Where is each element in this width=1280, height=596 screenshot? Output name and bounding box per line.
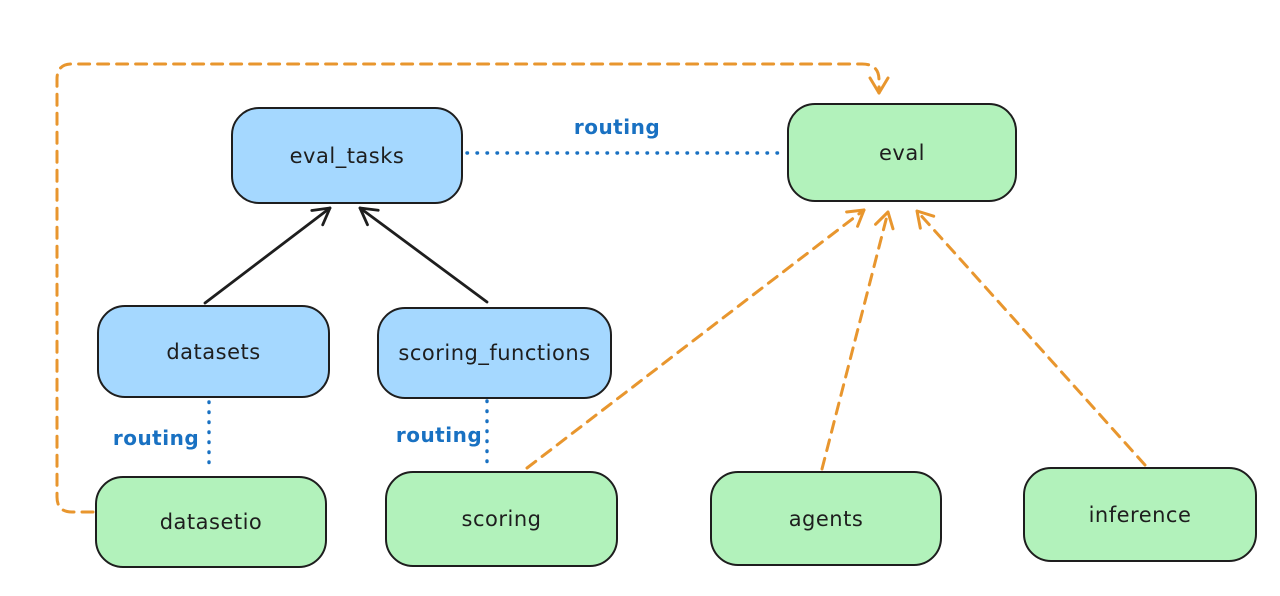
edge-label-routing-scoring: routing <box>395 423 483 447</box>
node-agents: agents <box>710 471 942 566</box>
edge-label-routing-top: routing <box>573 115 661 139</box>
node-eval: eval <box>787 103 1017 202</box>
edge-label-routing-datasetio: routing <box>112 426 200 450</box>
edge-datasets-to-eval-tasks <box>203 206 332 305</box>
node-inference: inference <box>1023 467 1257 562</box>
edge-agents-to-eval <box>820 210 895 471</box>
edge-inference-to-eval <box>915 209 1147 467</box>
node-datasetio: datasetio <box>95 476 327 568</box>
node-eval-tasks: eval_tasks <box>231 107 463 204</box>
node-scoring: scoring <box>385 471 618 567</box>
node-scoring-functions: scoring_functions <box>377 307 612 399</box>
edge-scoring-functions-to-eval-tasks <box>358 206 489 304</box>
node-datasets: datasets <box>97 305 330 398</box>
